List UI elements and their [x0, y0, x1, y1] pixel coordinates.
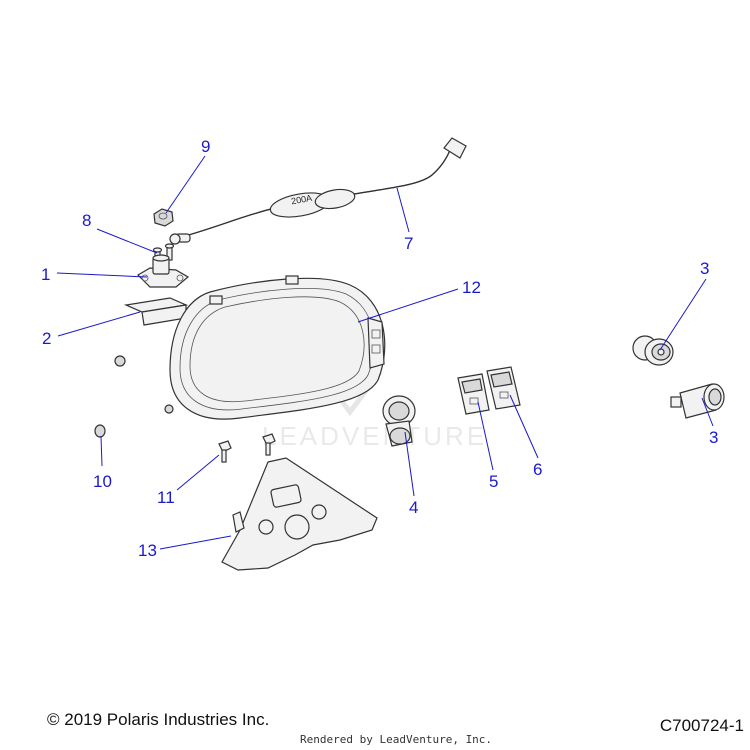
callout-3-upper[interactable]: 3 [700, 259, 709, 278]
callouts: 1 2 3 3 4 5 6 7 8 9 10 11 12 13 [41, 137, 718, 560]
callout-11[interactable]: 11 [157, 488, 175, 507]
callout-6[interactable]: 6 [533, 460, 542, 479]
leader-5 [477, 401, 494, 471]
callout-4[interactable]: 4 [409, 498, 418, 517]
terminal-block-part [137, 254, 190, 288]
bracket-part [123, 297, 189, 326]
mounting-plate-part [221, 457, 378, 571]
leader-1 [56, 272, 148, 278]
leader-13 [159, 535, 232, 550]
callout-1[interactable]: 1 [41, 265, 50, 284]
ignition-switch-part [382, 395, 416, 447]
callout-5[interactable]: 5 [489, 472, 498, 491]
leader-3a [659, 278, 707, 351]
leader-11 [176, 454, 220, 491]
callout-7[interactable]: 7 [404, 234, 413, 253]
leader-4 [404, 431, 415, 497]
callout-13[interactable]: 13 [138, 541, 157, 560]
callout-2[interactable]: 2 [42, 329, 51, 348]
instrument-cluster-part [164, 275, 386, 420]
rocker-switch-a-part [457, 373, 490, 415]
battery-cable-part: 200A [169, 137, 467, 245]
watermark-text: LEADVENTURE [262, 421, 487, 451]
leader-3b [701, 397, 714, 427]
callout-8[interactable]: 8 [82, 211, 91, 230]
power-socket-lower-part [670, 383, 725, 419]
plug-part [94, 424, 106, 438]
cable-marking: 200A [290, 193, 312, 207]
rocker-switch-b-part [486, 366, 521, 410]
leader-10 [100, 435, 103, 467]
leader-9 [165, 155, 206, 214]
callout-9[interactable]: 9 [201, 137, 210, 156]
leader-12 [357, 288, 459, 323]
callout-10[interactable]: 10 [93, 472, 112, 491]
callout-12[interactable]: 12 [462, 278, 481, 297]
leader-lines [56, 155, 714, 550]
leader-8 [96, 228, 158, 254]
rendered-by-text: Rendered by LeadVenture, Inc. [300, 733, 493, 746]
power-socket-upper-part [632, 335, 674, 366]
plug-part-small [114, 355, 126, 367]
leader-7 [396, 187, 410, 233]
leader-6 [509, 394, 539, 459]
callout-3-lower[interactable]: 3 [709, 428, 718, 447]
leader-2 [57, 311, 141, 337]
nut-part [153, 208, 174, 227]
diagram-code: C700724-1 [659, 716, 744, 735]
copyright-text: © 2019 Polaris Industries Inc. [47, 710, 270, 729]
screw-part [218, 433, 276, 463]
